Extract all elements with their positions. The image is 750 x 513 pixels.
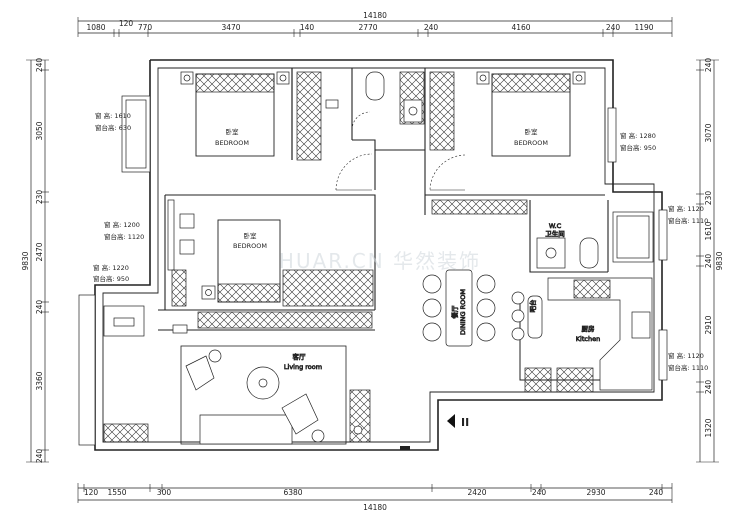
window-3-sill: 窗台高: 950 (93, 274, 129, 283)
window-bay (121, 95, 151, 173)
dim-label: 300 (157, 488, 172, 497)
dim-label: 1080 (86, 23, 105, 32)
bathroom-wc: W.C 卫生间 (536, 211, 654, 269)
right-dimension-labels: 240 3070 230 1610 240 2910 240 1320 9830 (704, 58, 724, 438)
dining-area: 餐厅 DINING ROOM (422, 269, 496, 347)
watermark: HUAR.CN 华然装饰 (279, 249, 481, 273)
dim-label: 1190 (634, 23, 653, 32)
dim-label: 230 (35, 190, 44, 205)
window-3-height: 窗 高: 1220 (93, 263, 129, 272)
window-notes: 窗 高: 1610 窗台高: 630 窗 高: 1200 窗台高: 1120 窗… (93, 111, 708, 372)
bar-cn: 吧台 (528, 300, 537, 313)
bar-area: 吧台 (511, 291, 543, 341)
dim-label: 1610 (704, 221, 713, 240)
top-total-label: 14180 (363, 11, 387, 20)
wc-cn: 卫生间 (545, 229, 565, 238)
dim-label: 2930 (586, 488, 605, 497)
kitchen-cn: 厨房 (582, 324, 595, 333)
dim-label: 2470 (35, 242, 44, 261)
entry-symbol: II (461, 416, 469, 429)
top-dimension-labels: 1080 120 770 3470 140 2770 240 4160 240 … (86, 19, 653, 32)
dim-label: 240 (704, 380, 713, 395)
right-dimension (696, 59, 719, 463)
window-5-height: 窗 高: 1120 (668, 204, 704, 213)
dim-label: 3050 (35, 121, 44, 140)
kitchen-en: Kitchen (576, 335, 600, 343)
doors (335, 111, 466, 191)
dim-label: 3070 (704, 123, 713, 142)
dim-label: 120 (84, 488, 99, 497)
dim-label: 240 (704, 254, 713, 269)
dim-label: 120 (119, 19, 134, 28)
top-dimension (77, 17, 673, 37)
dim-label: 240 (424, 23, 439, 32)
bedroom-3: 卧室 BEDROOM (476, 71, 586, 157)
wardrobes (103, 71, 594, 443)
left-dimension-labels: 240 3050 230 2470 240 3360 240 9830 (21, 58, 44, 464)
dim-label: 4160 (511, 23, 530, 32)
dim-label: 240 (532, 488, 547, 497)
bedroom-1-en: BEDROOM (215, 139, 249, 147)
bedroom-1-cn: 卧室 (226, 127, 240, 136)
left-dimension (26, 59, 49, 463)
window-6-height: 窗 高: 1120 (668, 351, 704, 360)
dim-label: 240 (35, 300, 44, 315)
window-2-sill: 窗台高: 1120 (104, 232, 144, 241)
bedroom-2-en: BEDROOM (233, 242, 267, 250)
kitchen: 厨房 Kitchen (547, 277, 653, 391)
bedroom-3-en: BEDROOM (514, 139, 548, 147)
window-2-height: 窗 高: 1200 (104, 220, 140, 229)
bathroom-upper (325, 71, 423, 123)
dim-label: 240 (606, 23, 621, 32)
right-total-label: 9830 (715, 251, 724, 270)
dim-label: 140 (300, 23, 315, 32)
window-6-sill: 窗台高: 1110 (668, 363, 708, 372)
window-4-sill: 窗台高: 950 (620, 143, 656, 152)
bedroom-3-cn: 卧室 (525, 127, 539, 136)
dim-label: 2770 (358, 23, 377, 32)
living-cn: 客厅 (293, 352, 307, 361)
dim-label: 770 (138, 23, 153, 32)
windows (78, 95, 668, 446)
entry: II (400, 414, 469, 450)
bottom-dimension (77, 483, 673, 503)
window-1-sill: 窗台高: 630 (95, 123, 131, 132)
wc-en: W.C (549, 222, 562, 230)
dim-label: 240 (649, 488, 664, 497)
dim-label: 1320 (704, 418, 713, 437)
dining-cn: 餐厅 (450, 305, 459, 319)
dim-label: 2910 (704, 315, 713, 334)
dining-en: DINING ROOM (459, 289, 467, 335)
dim-label: 230 (704, 191, 713, 206)
bottom-total-label: 14180 (363, 503, 387, 512)
dim-label: 2420 (467, 488, 486, 497)
living-en: Living room (284, 363, 322, 371)
bedroom-1: 卧室 BEDROOM (180, 71, 290, 157)
dim-label: 1550 (107, 488, 126, 497)
window-4-height: 窗 高: 1280 (620, 131, 656, 140)
living-room: 客厅 Living room (103, 305, 363, 445)
dim-label: 6380 (283, 488, 302, 497)
window-1-height: 窗 高: 1610 (95, 111, 131, 120)
bottom-dimension-labels: 120 1550 300 6380 2420 240 2930 240 (84, 488, 664, 497)
bedroom-2: 卧室 BEDROOM (179, 213, 281, 303)
dim-label: 240 (35, 449, 44, 464)
dim-label: 240 (704, 58, 713, 73)
left-total-label: 9830 (21, 251, 30, 270)
dim-label: 3360 (35, 371, 44, 390)
dim-label: 240 (35, 58, 44, 73)
window-5-sill: 窗台高: 1110 (668, 216, 708, 225)
dim-label: 3470 (221, 23, 240, 32)
bedroom-2-cn: 卧室 (244, 231, 258, 240)
